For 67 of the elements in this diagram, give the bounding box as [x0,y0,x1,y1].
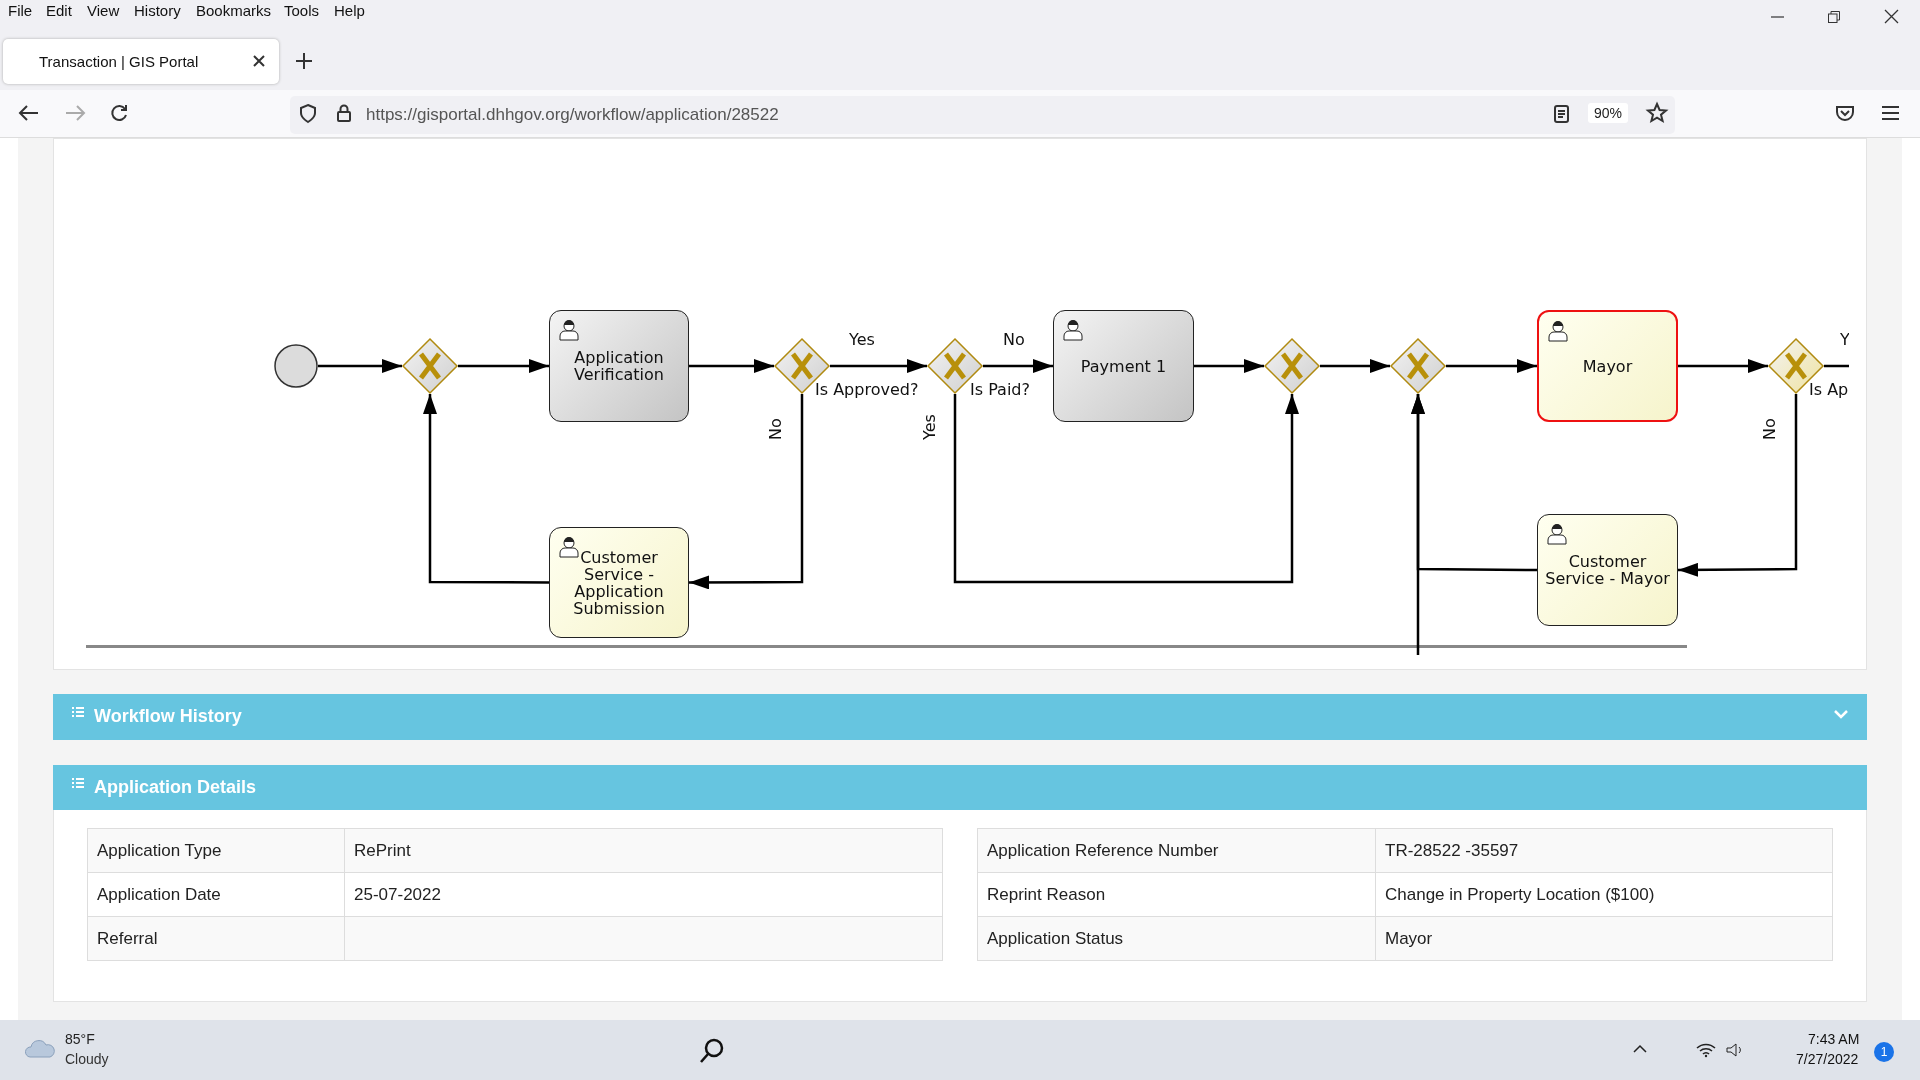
table-cell: Reprint Reason [977,872,1376,917]
arrow [1678,359,1768,373]
menu-item: File [8,2,33,19]
panel-title: Application Details [94,777,257,798]
gateway-label: Is Ap [1809,380,1849,399]
arrow [689,394,804,590]
arrow [689,359,774,373]
arrow [830,359,927,373]
arrow [458,359,549,373]
exclusive-gateway-diamond [1768,338,1824,394]
menu-item: Bookmarks [196,2,272,19]
edge-label: Y [1840,330,1849,349]
start-event-circle [274,344,318,388]
weather-text: Cloudy [65,1051,109,1067]
clock-time: 7:43 AM [1808,1031,1860,1047]
task-box [1537,310,1678,422]
exclusive-gateway-diamond [774,338,830,394]
table-cell: Application Type [87,828,345,873]
table-cell: Mayor [1375,916,1833,961]
arrow [1411,394,1425,655]
gateway-label: Is Paid? [970,380,1030,399]
menu-item: History [134,2,181,19]
task-box [549,527,689,638]
table-cell: Application Reference Number [977,828,1376,873]
table-cell: Application Date [87,872,345,917]
arrow [1194,359,1264,373]
task-label: Customer Service - Mayor [1544,553,1671,587]
task-label: Customer Service - Application Submission [572,548,666,617]
task-box [549,310,689,422]
edge-label: Yes [849,330,875,349]
edge-label: No [766,418,785,440]
task-box [1537,514,1678,626]
exclusive-gateway-diamond [927,338,983,394]
tab-title: Transaction | GIS Portal [39,53,199,70]
table-cell: Change in Property Location ($100) [1375,872,1833,917]
url-text: https://gisportal.dhhgov.org/workflow/application/28522 [366,105,779,125]
arrow [1678,394,1798,577]
table-cell: Application Status [977,916,1376,961]
table-cell: 25-07-2022 [344,872,943,917]
menu-item: Help [334,2,365,19]
edge-label: Yes [920,414,939,440]
task-label: Mayor [1581,357,1634,375]
table-cell: Referral [87,916,345,961]
exclusive-gateway-diamond [402,338,458,394]
temperature-text: 85°F [65,1031,95,1047]
menu-item: Tools [284,2,320,19]
task-label: Application Verification [573,349,665,383]
edge-label: No [1003,330,1025,349]
task-box [1053,310,1194,422]
arrow [983,359,1053,373]
arrow [1446,359,1537,373]
clock-date: 7/27/2022 [1796,1051,1859,1067]
edge-label: No [1760,418,1779,440]
arrow [318,359,402,373]
arrow [423,394,549,584]
table-cell: TR-28522 -35597 [1375,828,1833,873]
table-cell: RePrint [344,828,943,873]
exclusive-gateway-diamond [1390,338,1446,394]
arrow [953,394,1299,584]
task-label: Payment 1 [1079,357,1168,375]
arrow [1320,359,1390,373]
menu-item: Edit [46,2,72,19]
panel-title: Workflow History [94,706,242,727]
zoom-level-badge: 90% [1588,103,1629,123]
exclusive-gateway-diamond [1264,338,1320,394]
menu-item: View [87,2,120,19]
gateway-label: Is Approved? [815,380,919,399]
